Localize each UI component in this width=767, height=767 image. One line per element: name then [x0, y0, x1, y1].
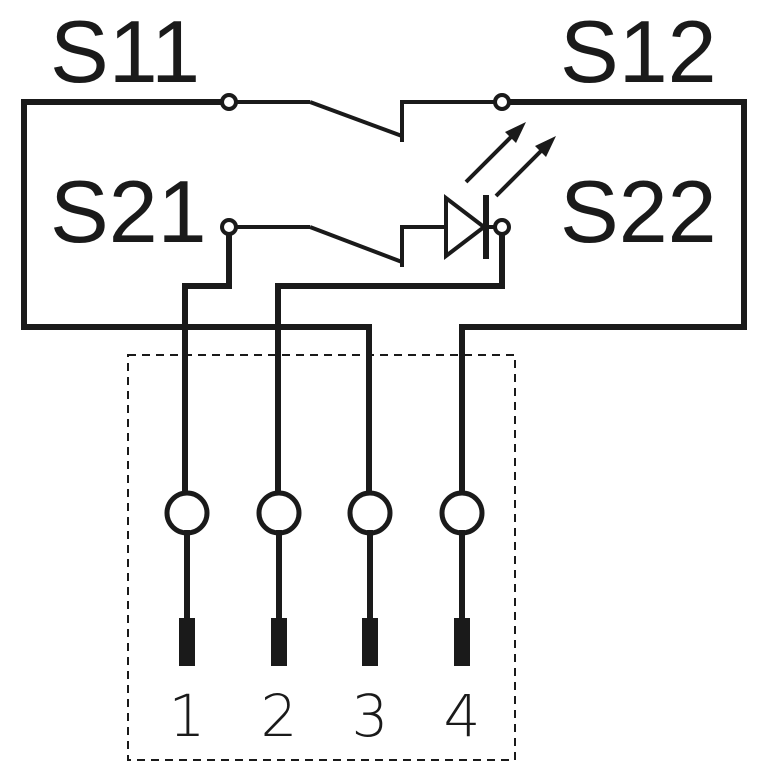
pin-label-1: 1	[169, 682, 206, 750]
pin-1: 1	[164, 490, 210, 750]
pin-label-3: 3	[352, 682, 389, 750]
label-s11: S11	[50, 2, 200, 101]
terminal-s22-dot	[493, 218, 511, 236]
terminal-s11-dot	[220, 93, 238, 111]
terminal-s12-dot	[493, 93, 511, 111]
enclosure-wire	[21, 99, 747, 493]
pin-label-2: 2	[261, 682, 298, 750]
label-s12: S12	[560, 2, 717, 101]
contact-s21-s22	[220, 218, 511, 267]
label-s21: S21	[50, 162, 207, 261]
pin-2: 2	[256, 490, 302, 750]
pin-label-4: 4	[444, 682, 481, 750]
label-s22: S22	[560, 162, 717, 261]
led-icon	[444, 122, 556, 261]
internal-wiring	[182, 232, 505, 493]
connector-housing	[127, 354, 516, 761]
terminal-s21-dot	[220, 218, 238, 236]
contact-s11-s12	[220, 93, 511, 142]
pin-3: 3	[347, 490, 393, 750]
pin-4: 4	[439, 490, 485, 750]
